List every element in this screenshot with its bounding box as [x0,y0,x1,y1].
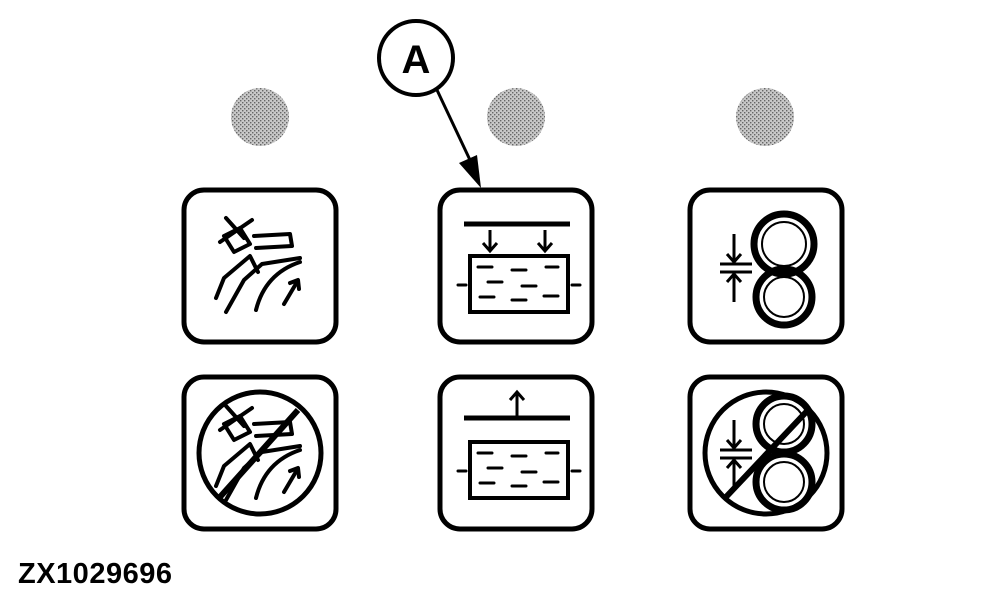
figure-id: ZX1029696 [18,558,173,590]
pressure-down-icon [456,221,582,314]
pressure-release-button[interactable] [437,374,595,532]
callout-a: A [377,19,481,188]
header-engage-button[interactable] [181,187,339,345]
callout-letter: A [402,38,431,82]
pressure-apply-button[interactable] [437,187,595,345]
header-engage-icon [214,216,302,314]
indicator-light-center [487,88,545,146]
rolls-close-icon [720,210,818,329]
prohibited-icon [702,389,830,517]
header-disengage-button[interactable] [181,374,339,532]
rolls-open-button[interactable] [687,374,845,532]
pressure-up-icon [456,389,582,500]
indicator-light-left [231,88,289,146]
prohibited-icon [196,389,324,517]
indicator-light-right [736,88,794,146]
rolls-close-button[interactable] [687,187,845,345]
